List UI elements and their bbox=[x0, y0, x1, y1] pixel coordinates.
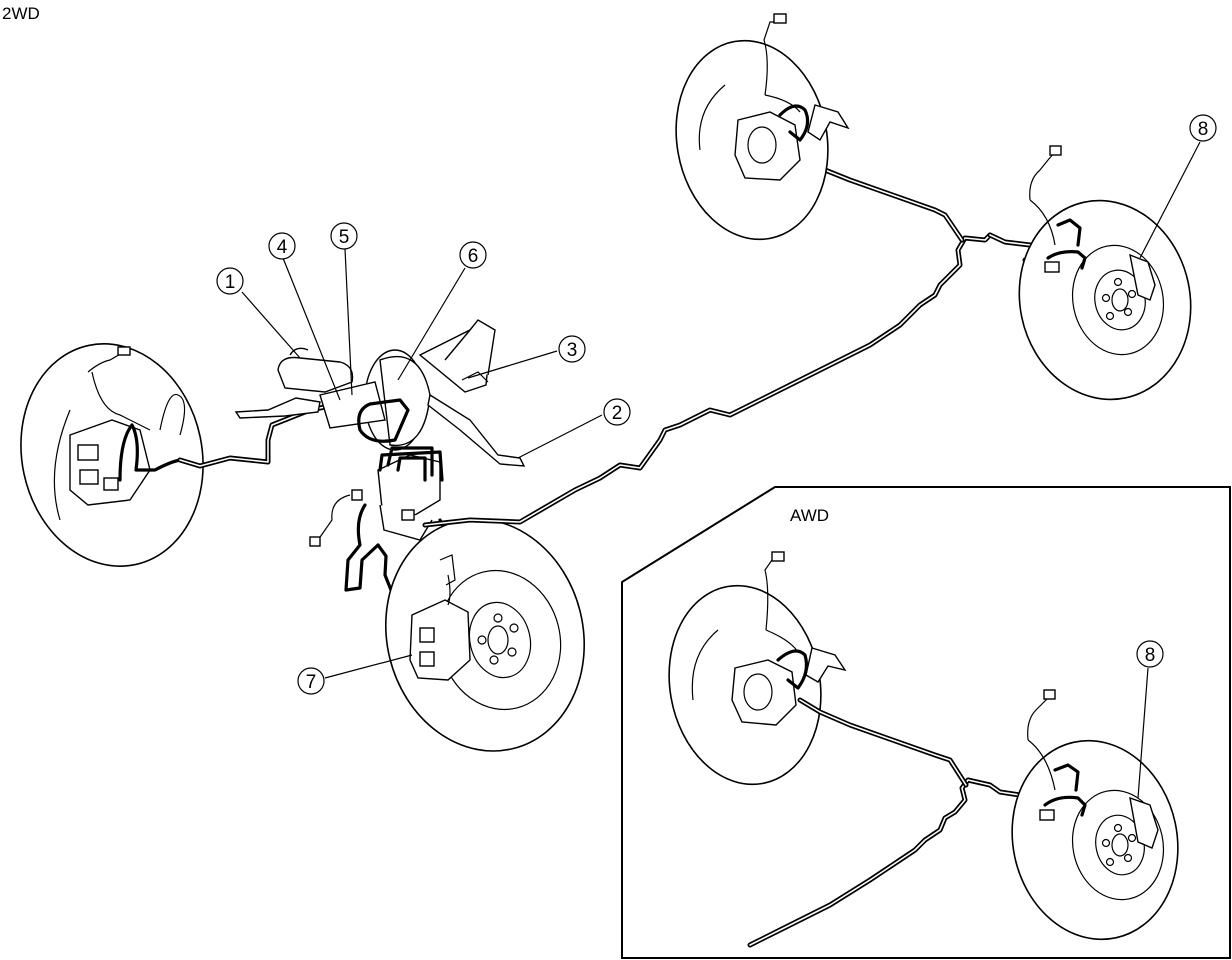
callout-8-main-number: 8 bbox=[1198, 119, 1209, 140]
master-cylinder-booster-assembly bbox=[234, 319, 526, 467]
front-left-wheel-assembly bbox=[20, 343, 204, 567]
awd-rear-right-wheel bbox=[1011, 689, 1179, 941]
callout-6: 6 bbox=[459, 241, 487, 269]
callout-7-number: 7 bbox=[306, 672, 317, 693]
awd-inset: AWD bbox=[621, 486, 1231, 959]
rear-left-wheel-assembly bbox=[675, 13, 850, 241]
callout-4-number: 4 bbox=[277, 237, 288, 258]
callout-3-number: 3 bbox=[567, 340, 578, 361]
label-2wd: 2WD bbox=[2, 4, 40, 23]
callout-leaders bbox=[241, 141, 1201, 799]
callout-5: 5 bbox=[330, 222, 358, 250]
callout-3: 3 bbox=[558, 335, 586, 363]
hydraulic-unit bbox=[309, 398, 444, 547]
callout-2: 2 bbox=[603, 398, 631, 426]
front-right-wheel-assembly bbox=[384, 518, 586, 752]
callout-6-number: 6 bbox=[468, 246, 479, 267]
awd-rear-left-wheel bbox=[668, 551, 847, 786]
callout-5-number: 5 bbox=[339, 227, 350, 248]
callout-2-number: 2 bbox=[612, 403, 623, 424]
rear-right-wheel-assembly bbox=[1018, 145, 1192, 401]
label-awd: AWD bbox=[790, 506, 829, 525]
callout-8-awd: 8 bbox=[1136, 640, 1164, 668]
callout-1: 1 bbox=[216, 267, 244, 295]
callout-1-number: 1 bbox=[225, 272, 236, 293]
callout-7: 7 bbox=[297, 667, 325, 695]
callout-4: 4 bbox=[268, 232, 296, 260]
callout-8-main: 8 bbox=[1189, 114, 1217, 142]
callout-8-awd-number: 8 bbox=[1145, 645, 1156, 666]
